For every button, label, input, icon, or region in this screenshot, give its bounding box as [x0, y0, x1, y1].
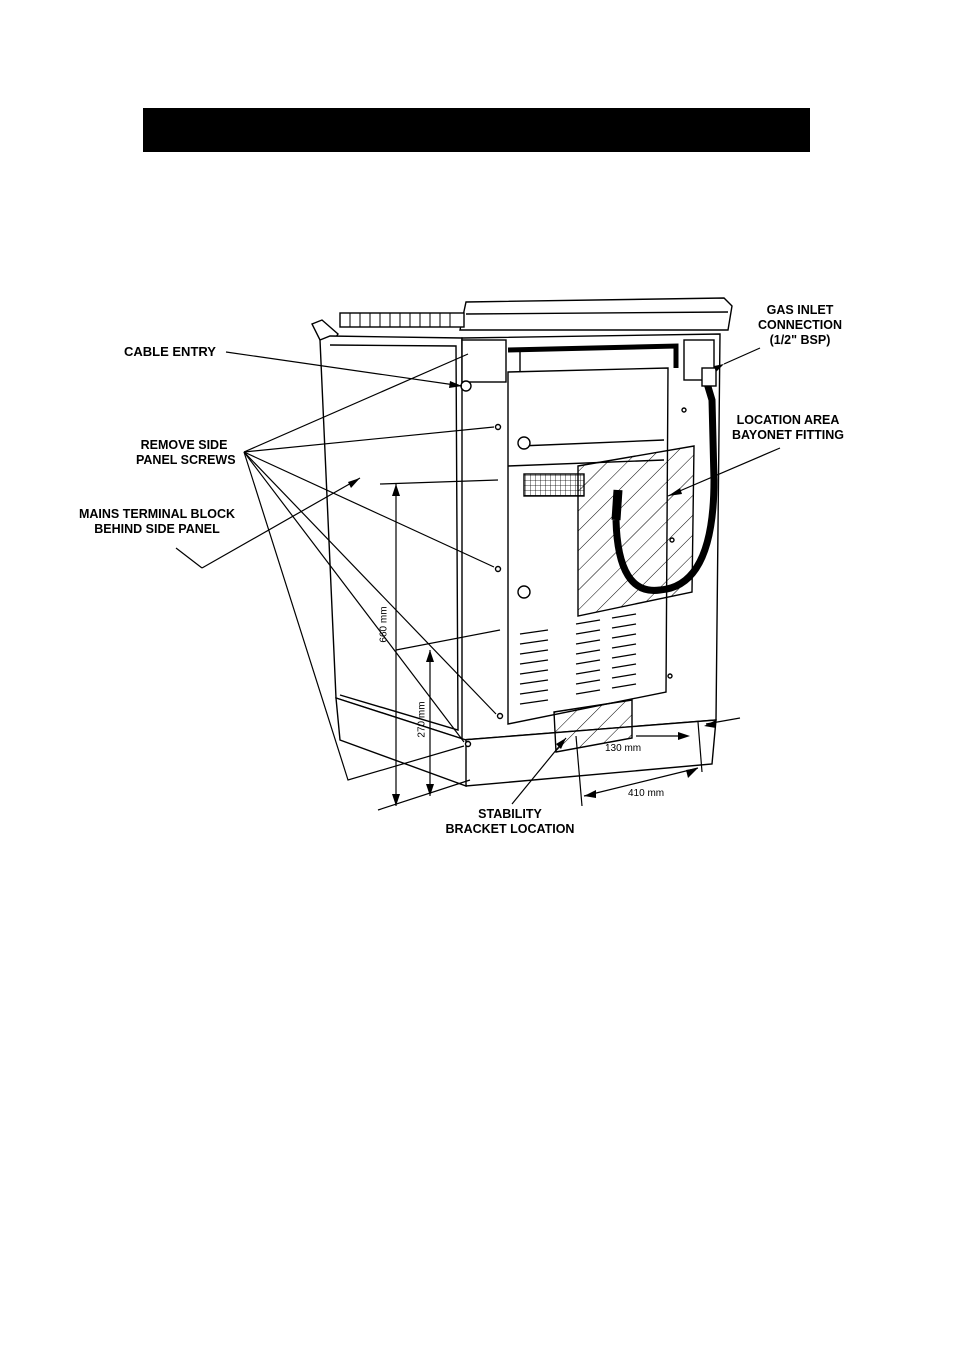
stability-bracket-label: STABILITY BRACKET LOCATION	[440, 807, 580, 837]
stability-line-1: STABILITY	[478, 807, 542, 821]
remove-side-panel-screws-label: REMOVE SIDE PANEL SCREWS	[136, 438, 236, 468]
dimension-660-label: 660 mm	[378, 606, 390, 643]
location-area-label: LOCATION AREA BAYONET FITTING	[726, 413, 850, 443]
leader-lines	[175, 347, 781, 805]
gas-line-3: (1/2" BSP)	[769, 333, 831, 347]
gas-line-1: GAS INLET	[766, 303, 834, 317]
leader-arrowheads	[348, 364, 724, 749]
dimension-lines	[377, 479, 741, 811]
mains-line-2: BEHIND SIDE PANEL	[94, 522, 220, 536]
mains-line-1: MAINS TERMINAL BLOCK	[78, 507, 235, 521]
remove-side-line-1: REMOVE SIDE	[140, 438, 228, 452]
dimension-410-label: 410 mm	[628, 788, 665, 799]
cable-entry-label: CABLE ENTRY	[124, 344, 216, 359]
dimension-130-label: 130 mm	[605, 743, 642, 754]
gas-inlet-connection-label: GAS INLET CONNECTION (1/2" BSP)	[752, 303, 848, 348]
remove-side-line-2: PANEL SCREWS	[136, 453, 236, 467]
location-line-2: BAYONET FITTING	[731, 428, 845, 442]
mains-terminal-block-label: MAINS TERMINAL BLOCK BEHIND SIDE PANEL	[75, 507, 239, 537]
location-line-1: LOCATION AREA	[736, 413, 840, 427]
gas-line-2: CONNECTION	[757, 318, 843, 332]
stability-line-2: BRACKET LOCATION	[445, 822, 575, 836]
appliance-body	[311, 297, 733, 788]
dimension-270-label: 270 mm	[416, 701, 428, 738]
dimension-arrowheads	[392, 484, 716, 806]
section-title-bar	[143, 108, 810, 152]
